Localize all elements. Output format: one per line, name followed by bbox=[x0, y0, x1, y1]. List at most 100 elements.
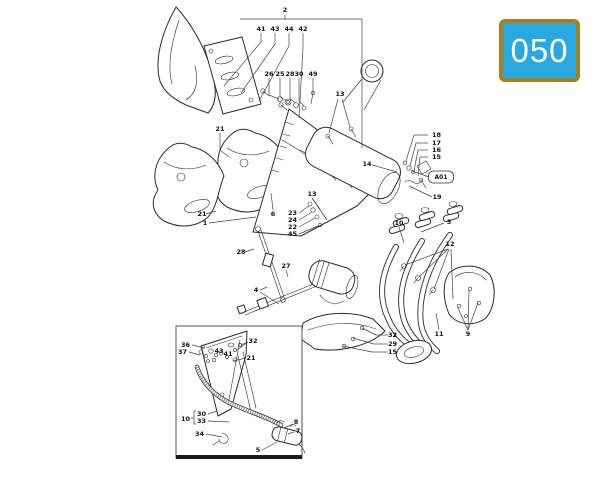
leader-line bbox=[435, 312, 440, 331]
callout-10: 10 bbox=[181, 415, 191, 423]
inset-clip bbox=[212, 432, 229, 446]
callout-21: 21 bbox=[215, 125, 225, 133]
leader-line bbox=[408, 185, 433, 198]
leader-line bbox=[205, 210, 217, 215]
leader-line bbox=[298, 47, 304, 119]
leader-line bbox=[261, 441, 278, 451]
leader-line bbox=[467, 302, 479, 331]
leader-line bbox=[467, 289, 470, 331]
leader-line bbox=[298, 205, 310, 214]
callout-16: 16 bbox=[432, 146, 442, 154]
table-number-badge: 050 bbox=[499, 19, 580, 82]
callout-37: 37 bbox=[178, 348, 187, 356]
leader-line bbox=[259, 286, 268, 291]
leader-line bbox=[223, 41, 262, 87]
leader-line bbox=[352, 337, 375, 345]
callout-4: 4 bbox=[254, 286, 259, 294]
leader-line bbox=[207, 410, 218, 415]
leader-line bbox=[409, 142, 417, 167]
leader-line bbox=[236, 341, 249, 351]
callout-28: 28 bbox=[285, 70, 295, 78]
callout-34: 34 bbox=[195, 430, 205, 438]
callout-30: 30 bbox=[197, 410, 207, 418]
diagram-artwork bbox=[152, 6, 495, 459]
callout-43: 43 bbox=[214, 347, 223, 355]
leader-line bbox=[417, 156, 421, 177]
leader-line bbox=[371, 164, 398, 173]
callout-26: 26 bbox=[264, 70, 274, 78]
leader-line bbox=[259, 291, 280, 305]
leader-line bbox=[298, 211, 313, 221]
leader-line bbox=[219, 149, 230, 158]
callout-17: 17 bbox=[432, 139, 441, 147]
inset-bracket-plate bbox=[200, 330, 257, 417]
leader-line bbox=[289, 98, 297, 104]
leader-line bbox=[311, 197, 328, 221]
leader-line bbox=[244, 248, 255, 253]
leader-line bbox=[285, 269, 289, 278]
leader-line bbox=[191, 344, 205, 349]
callout-29: 29 bbox=[388, 340, 398, 348]
leader-line bbox=[361, 327, 377, 336]
leader-line bbox=[420, 222, 445, 233]
lambda-sensors bbox=[236, 226, 321, 316]
leader-line bbox=[433, 248, 450, 290]
callout-2: 2 bbox=[283, 6, 288, 14]
callout-42: 42 bbox=[298, 25, 307, 33]
callout-8: 8 bbox=[294, 418, 299, 426]
leader-line bbox=[411, 170, 430, 178]
leader-line bbox=[270, 192, 274, 211]
leader-line bbox=[457, 307, 469, 331]
leader-line bbox=[188, 351, 201, 356]
leader-line bbox=[398, 226, 405, 244]
callout-12: 12 bbox=[445, 240, 454, 248]
callout-44: 44 bbox=[284, 25, 294, 33]
callout-19: 19 bbox=[432, 193, 442, 201]
inset-pipe-union bbox=[271, 420, 306, 454]
callout-36: 36 bbox=[181, 341, 191, 349]
callout-14: 14 bbox=[362, 160, 372, 168]
table-number: 050 bbox=[510, 31, 569, 69]
callout-9: 9 bbox=[466, 330, 471, 338]
callout-13: 13 bbox=[307, 190, 316, 198]
callout-32: 32 bbox=[248, 337, 257, 345]
leader-line bbox=[328, 98, 339, 134]
callout-11: 11 bbox=[434, 330, 444, 338]
callout-23: 23 bbox=[288, 209, 297, 217]
leader-line bbox=[283, 423, 294, 429]
leader-line bbox=[298, 225, 319, 235]
callout-15: 15 bbox=[388, 348, 398, 356]
inset-hardware-cluster bbox=[198, 342, 243, 363]
callout-49: 49 bbox=[308, 70, 318, 78]
leader-line bbox=[232, 357, 247, 362]
callout-32: 32 bbox=[388, 331, 397, 339]
leader-line bbox=[208, 216, 257, 224]
leader-line bbox=[268, 94, 280, 100]
callout-21: 21 bbox=[246, 354, 256, 362]
callout-45: 45 bbox=[288, 230, 298, 238]
callout-21: 21 bbox=[197, 210, 207, 218]
callout-24: 24 bbox=[288, 216, 298, 224]
leader-line bbox=[258, 45, 290, 102]
leader-line bbox=[413, 149, 419, 172]
callout-28: 28 bbox=[236, 248, 246, 256]
callout-15: 15 bbox=[432, 153, 442, 161]
callout-41: 41 bbox=[256, 25, 266, 33]
callout-1: 1 bbox=[203, 219, 208, 227]
leader-line bbox=[418, 248, 449, 278]
leader-line bbox=[298, 217, 316, 228]
leader-line bbox=[205, 433, 223, 438]
callout-33: 33 bbox=[197, 417, 206, 425]
catalyst bbox=[308, 259, 359, 305]
inset-box bbox=[175, 325, 306, 459]
leader-line bbox=[405, 134, 415, 162]
callout-5: 5 bbox=[256, 446, 261, 454]
leader-line bbox=[240, 43, 276, 94]
callout-6: 6 bbox=[271, 210, 276, 218]
callout-7: 7 bbox=[296, 427, 301, 435]
callout-30: 30 bbox=[294, 70, 304, 78]
callout-27: 27 bbox=[281, 262, 290, 270]
callout-10: 10 bbox=[394, 219, 404, 227]
